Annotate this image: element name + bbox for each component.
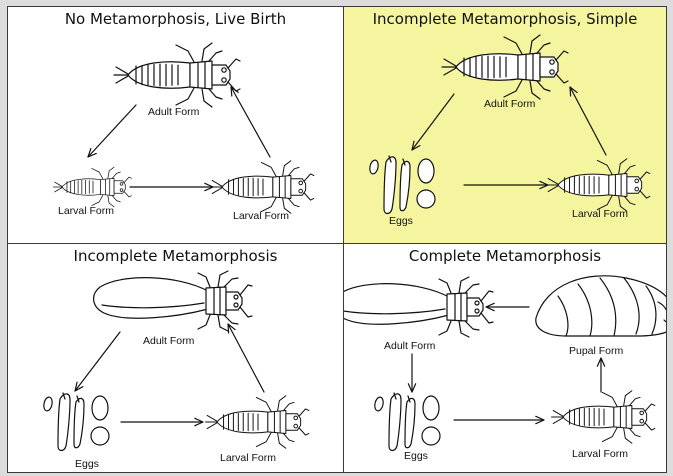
panel-complete: Complete Metamorphosis Adult Form Pupal … bbox=[343, 243, 667, 473]
adult-form-label: Adult Form bbox=[484, 98, 536, 110]
larval-form-label: Larval Form bbox=[572, 208, 628, 220]
larva-drawing bbox=[552, 391, 655, 443]
winged-adult-drawing bbox=[94, 271, 252, 331]
cycle-arrow bbox=[408, 354, 415, 392]
panel-incomplete-simple: Incomplete Metamorphosis, Simple Adult F… bbox=[343, 6, 667, 244]
eggs-drawing bbox=[369, 156, 435, 214]
adult-nymph-drawing bbox=[442, 35, 568, 99]
cycle-arrow bbox=[228, 324, 264, 392]
cycle-arrow bbox=[231, 87, 270, 157]
adult-nymph-drawing bbox=[114, 43, 240, 107]
panel-incomplete: Incomplete Metamorphosis Adult Form Eggs… bbox=[7, 243, 344, 473]
larval-form-label: Larval Form bbox=[58, 205, 114, 217]
larval-form-label: Larval Form bbox=[233, 210, 289, 222]
larval-form-label: Larval Form bbox=[220, 452, 276, 464]
cycle-arrow bbox=[570, 87, 606, 155]
eggs-label: Eggs bbox=[75, 458, 99, 470]
larva-drawing bbox=[206, 396, 309, 448]
larva-drawing bbox=[547, 159, 650, 211]
eggs-label: Eggs bbox=[389, 215, 413, 227]
pupa-drawing bbox=[536, 276, 667, 336]
cycle-arrow bbox=[597, 358, 604, 392]
cycle-arrow bbox=[464, 181, 548, 188]
adult-form-label: Adult Form bbox=[148, 106, 200, 118]
cycle-arrow bbox=[75, 332, 120, 391]
cycle-arrow bbox=[412, 94, 454, 150]
eggs-drawing bbox=[374, 393, 440, 451]
adult-form-label: Adult Form bbox=[384, 340, 436, 352]
cycle-arrow bbox=[454, 416, 544, 423]
pupal-form-label: Pupal Form bbox=[569, 345, 624, 357]
cycle-arrow bbox=[486, 303, 529, 310]
cycle-arrow bbox=[88, 105, 136, 157]
larval-form-label: Larval Form bbox=[572, 448, 628, 460]
adult-form-label: Adult Form bbox=[143, 335, 195, 347]
panel-no-metamorphosis: No Metamorphosis, Live Birth Adult Form … bbox=[7, 6, 344, 244]
eggs-label: Eggs bbox=[404, 450, 428, 462]
small-larva-drawing bbox=[53, 167, 131, 207]
larva-drawing bbox=[211, 161, 314, 213]
cycle-arrow bbox=[121, 418, 203, 425]
cycle-arrow bbox=[130, 183, 213, 190]
winged-adult-drawing bbox=[344, 277, 493, 337]
eggs-drawing bbox=[43, 393, 109, 451]
